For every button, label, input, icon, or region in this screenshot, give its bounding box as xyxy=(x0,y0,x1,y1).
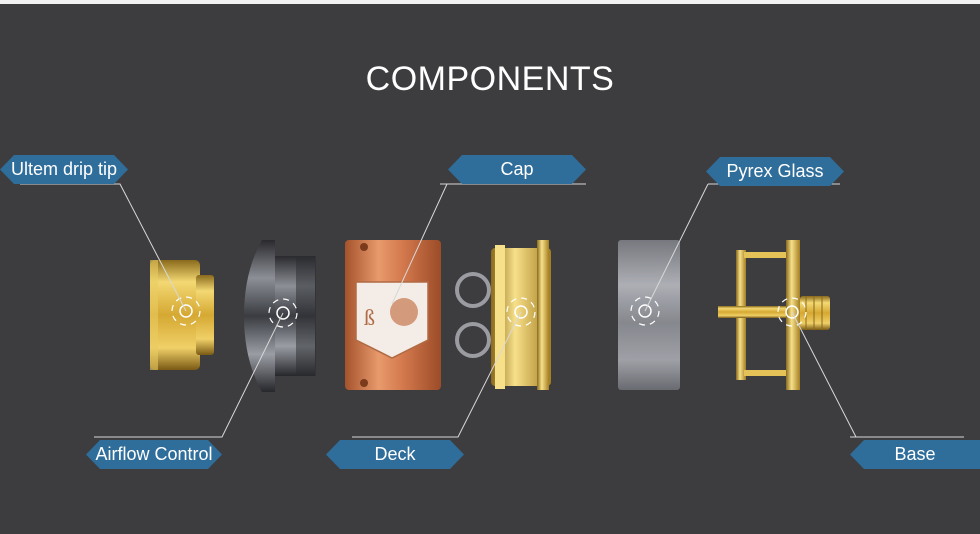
deck-part xyxy=(455,240,551,390)
page-title: COMPONENTS xyxy=(365,60,615,98)
drip-tip-part xyxy=(150,260,214,370)
label-ultem-drip-tip: Ultem drip tip xyxy=(0,155,128,184)
label-base: Base xyxy=(850,440,980,469)
top-strip xyxy=(0,0,980,4)
cap-part: ß xyxy=(345,240,441,390)
label-pyrex-glass: Pyrex Glass xyxy=(706,157,844,186)
airflow-control-part xyxy=(244,240,316,392)
svg-text:ß: ß xyxy=(364,305,375,330)
pyrex-glass-part xyxy=(618,240,680,390)
label-cap: Cap xyxy=(448,155,586,184)
label-airflow-control: Airflow Control xyxy=(86,440,222,469)
label-deck: Deck xyxy=(326,440,464,469)
base-part xyxy=(718,240,830,390)
